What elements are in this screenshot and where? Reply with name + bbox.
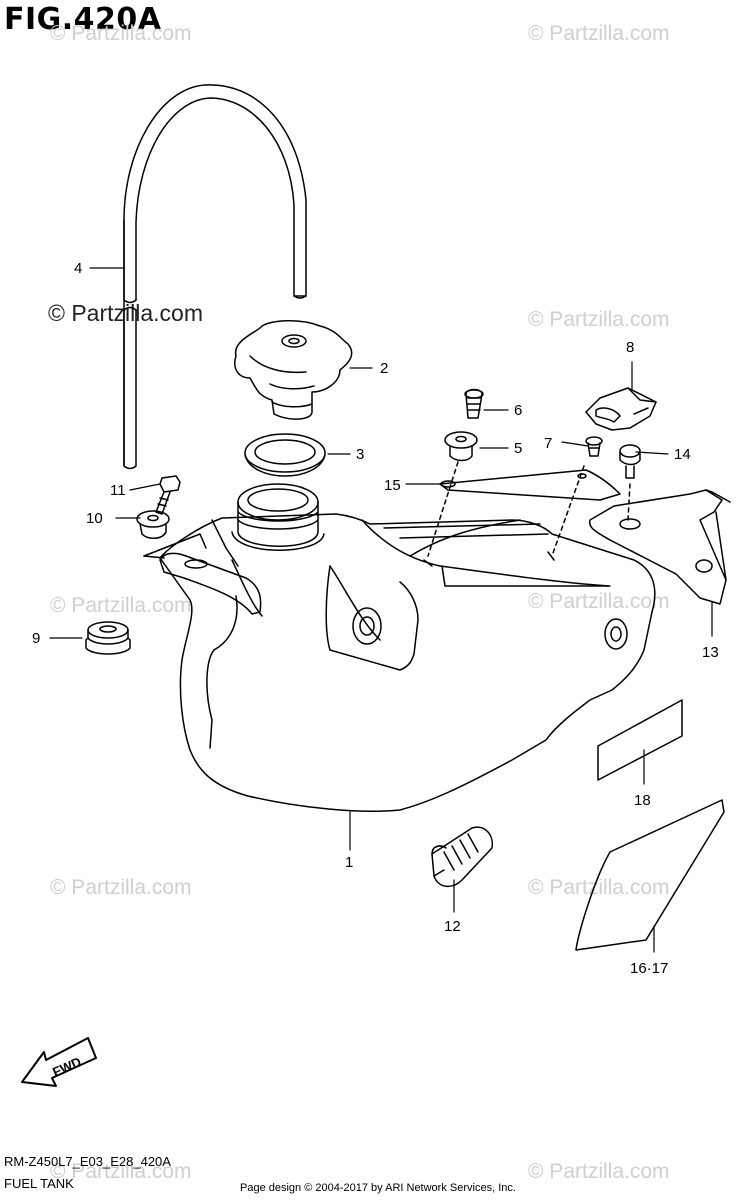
watermark: © Partzilla.com [528, 22, 670, 45]
watermark: © Partzilla.com [528, 590, 670, 613]
callout-14: 14 [674, 446, 691, 463]
callout-15: 15 [384, 477, 401, 494]
callout-8: 8 [626, 339, 634, 356]
callout-3: 3 [356, 446, 364, 463]
watermark: © Partzilla.com [528, 1160, 670, 1183]
callout-11: 11 [110, 482, 126, 499]
callout-10: 10 [86, 510, 103, 527]
watermark: © Partzilla.com [528, 308, 670, 331]
callout-18: 18 [634, 792, 651, 809]
callout-9: 9 [32, 630, 40, 647]
part-6-screw [464, 388, 484, 419]
part-9-grommet [85, 621, 131, 655]
callout-12: 12 [444, 918, 461, 935]
part-8-clip [585, 387, 657, 431]
model-code: RM-Z450L7_E03_E28_420A [4, 1154, 171, 1169]
callout-numbers: 4 2 3 6 5 7 8 14 15 11 10 9 13 18 1 12 1… [32, 260, 719, 977]
part-13-mount-bracket [588, 489, 731, 605]
section-name: FUEL TANK [4, 1176, 74, 1191]
watermark: © Partzilla.com [50, 1160, 192, 1183]
part-11-bolt [155, 475, 181, 515]
watermark: © Partzilla.com [528, 876, 670, 899]
callout-6: 6 [514, 402, 522, 419]
part-3-gasket [244, 433, 326, 477]
watermark-dark: © Partzilla.com [48, 300, 203, 326]
part-7-screw [585, 436, 603, 457]
part-12-rubber-cushion [431, 826, 494, 888]
part-15-bracket-plate [439, 469, 621, 501]
leader-lines [49, 267, 713, 953]
watermark: © Partzilla.com [50, 876, 192, 899]
fwd-pointer-lines [143, 533, 207, 559]
watermark: © Partzilla.com [50, 594, 192, 617]
page-credit: Page design © 2004-2017 by ARI Network S… [240, 1182, 516, 1194]
figure-title: FIG.420A [4, 2, 162, 37]
callout-13: 13 [702, 644, 719, 661]
watermark: © Partzilla.com [50, 22, 192, 45]
callout-16-17: 16·17 [630, 960, 668, 977]
part-16-17-label [575, 799, 725, 951]
part-14-bolt [619, 444, 641, 479]
part-5-damper [444, 431, 478, 462]
part-1-fuel-tank [159, 483, 656, 812]
callout-1: 1 [345, 854, 353, 871]
part-10-collar [136, 510, 170, 539]
callout-7: 7 [544, 435, 552, 452]
part-4-breather-hose [123, 84, 307, 470]
assembly-guide-lines [427, 461, 631, 557]
callout-4: 4 [74, 260, 82, 277]
callout-2: 2 [380, 360, 388, 377]
part-2-fuel-cap [234, 320, 353, 420]
callout-5: 5 [514, 440, 522, 457]
part-18-label [597, 699, 683, 781]
fwd-arrow-icon: FWD [21, 1037, 97, 1087]
